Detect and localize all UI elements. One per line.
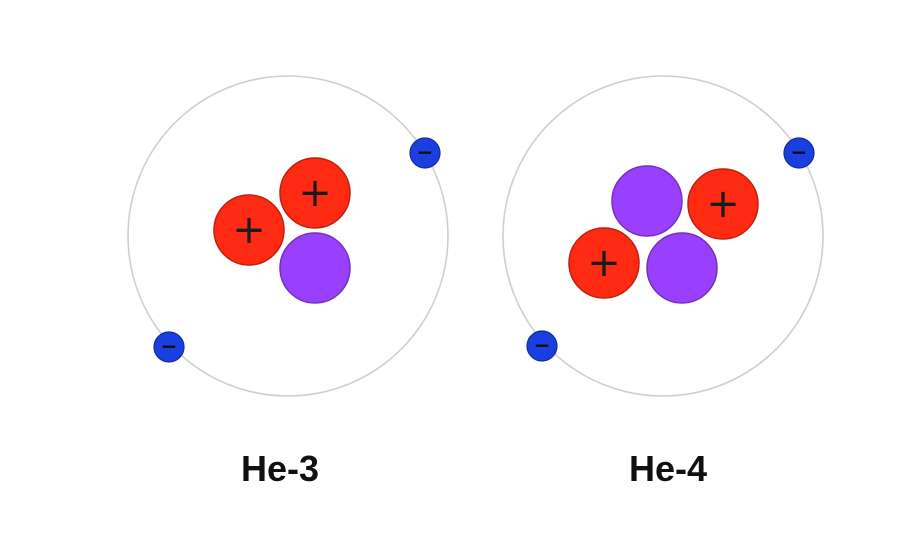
electron <box>409 137 441 169</box>
atom-label-he4: He-4 <box>628 448 708 489</box>
electron <box>526 330 558 362</box>
orbit-ring <box>502 75 824 397</box>
electron-minus-sign: − <box>791 140 808 164</box>
electron-minus-sign: − <box>534 333 551 357</box>
electron-minus-sign: − <box>417 140 434 164</box>
atom-he3: + + − − <box>127 75 449 397</box>
proton-plus-sign: + <box>232 207 266 253</box>
neutron <box>646 232 718 304</box>
atom-he4: + + − − <box>502 75 824 397</box>
neutron <box>279 232 351 304</box>
orbit-ring <box>127 75 449 397</box>
proton-plus-sign: + <box>298 170 332 216</box>
electron <box>153 331 185 363</box>
proton <box>213 194 285 266</box>
atom-label-he3: He-3 <box>240 448 320 489</box>
neutron <box>611 165 683 237</box>
proton <box>568 227 640 299</box>
proton <box>687 168 759 240</box>
electron <box>783 137 815 169</box>
electron-minus-sign: − <box>161 334 178 358</box>
proton-plus-sign: + <box>706 181 740 227</box>
proton-plus-sign: + <box>587 240 621 286</box>
proton <box>279 157 351 229</box>
